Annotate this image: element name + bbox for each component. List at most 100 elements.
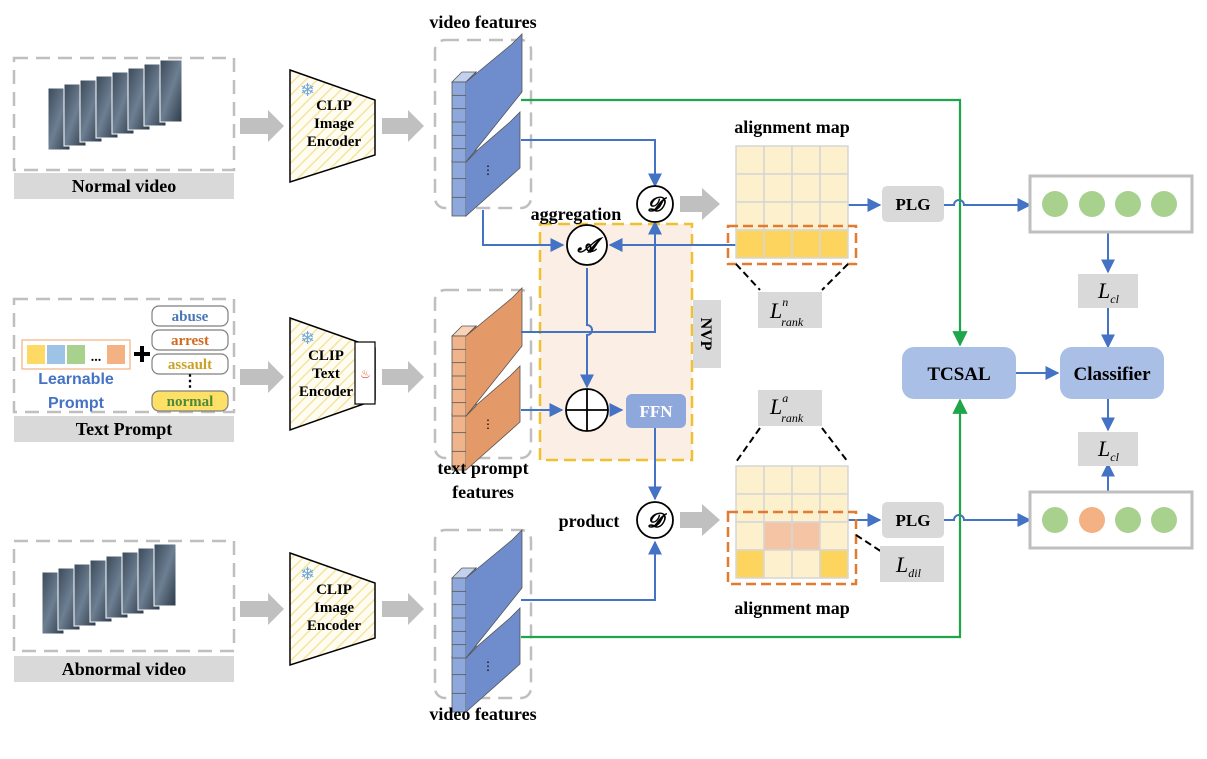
encoder-bot-line-3: Encoder bbox=[307, 618, 362, 634]
arrow-d-to-map-top bbox=[680, 188, 720, 220]
learnable-token-2 bbox=[47, 345, 65, 364]
class-chip-label: assault bbox=[168, 357, 212, 373]
rank-n-highlight bbox=[726, 224, 858, 266]
class-vdots: ⋮ bbox=[182, 373, 198, 390]
clip-image-encoder-top: ❄ CLIP Image Encoder bbox=[289, 68, 376, 184]
map-cell bbox=[735, 493, 765, 523]
video-features-top-box bbox=[433, 38, 533, 210]
feature-ellipsis: ⋮ bbox=[482, 417, 494, 431]
video-features-bottom-label: video features bbox=[429, 704, 536, 724]
normal-video-input: Normal video bbox=[12, 56, 236, 199]
abnormal-video-input: Abnormal video bbox=[12, 539, 236, 682]
feature-ellipsis: ⋮ bbox=[482, 659, 494, 673]
encoder-mid-line-3: Encoder bbox=[299, 384, 354, 400]
rank-n-callout-right bbox=[821, 263, 849, 291]
score-dot-anomaly bbox=[1079, 507, 1105, 533]
map-cell bbox=[791, 493, 821, 523]
rank-n-callout-left bbox=[735, 263, 761, 291]
map-cell bbox=[819, 465, 849, 495]
aggregation-label: aggregation bbox=[531, 204, 622, 224]
score-dot bbox=[1042, 507, 1068, 533]
loss-dil-box bbox=[880, 546, 944, 582]
video-feature-stack-bottom: ⋮ bbox=[451, 529, 523, 713]
loss-cl-top-box bbox=[1078, 274, 1138, 308]
nvp-label: NVP bbox=[697, 318, 714, 351]
map-cell bbox=[791, 229, 821, 259]
alignment-map-top bbox=[735, 145, 849, 259]
arrow-encoder-to-features-top bbox=[382, 110, 424, 142]
text-prompt-label: Text Prompt bbox=[76, 419, 173, 439]
feature-slab bbox=[451, 287, 523, 417]
edge-video-top-to-tcsal bbox=[521, 98, 968, 347]
text-features-box bbox=[433, 288, 533, 460]
score-dot bbox=[1042, 191, 1068, 217]
class-chip-label: abuse bbox=[172, 309, 209, 325]
score-dot bbox=[1151, 191, 1177, 217]
ffn-label: FFN bbox=[639, 402, 673, 421]
map-cell bbox=[819, 145, 849, 175]
clip-text-encoder: ♨ ❄ CLIP Text Encoder bbox=[289, 316, 376, 432]
map-cell bbox=[819, 521, 849, 551]
learnable-token-frame bbox=[21, 339, 131, 370]
feature-slab bbox=[451, 33, 523, 163]
class-chip-label: arrest bbox=[171, 333, 209, 349]
map-cell bbox=[763, 521, 793, 551]
aggregation-operator bbox=[566, 224, 608, 266]
rank-a-callout-right bbox=[821, 427, 849, 463]
loss-cl-bottom: Lcl bbox=[1097, 436, 1120, 464]
loss-rank-a-box bbox=[758, 390, 822, 426]
encoder-mid-line-1: CLIP bbox=[308, 348, 344, 364]
snowflake-icon: ❄ bbox=[300, 564, 315, 585]
tcsal-block bbox=[902, 347, 1016, 399]
score-dot bbox=[1115, 191, 1141, 217]
text-feature-stack: ⋮ bbox=[451, 287, 523, 471]
map-cell bbox=[763, 229, 793, 259]
map-cell bbox=[791, 145, 821, 175]
class-chip-normal: normal bbox=[151, 390, 229, 412]
d-operator-bottom-symbol: 𝓓 bbox=[647, 508, 667, 532]
loss-cl-top: Lcl bbox=[1097, 278, 1120, 306]
clip-image-encoder-bottom: ❄ CLIP Image Encoder bbox=[289, 551, 376, 667]
feature-ellipsis: ⋮ bbox=[482, 163, 494, 177]
encoder-bot-line-1: CLIP bbox=[316, 582, 352, 598]
normal-video-label: Normal video bbox=[72, 176, 176, 196]
plg-top-label: PLG bbox=[896, 195, 931, 214]
map-cell bbox=[791, 549, 821, 579]
edge-video-bottom-to-tcsal bbox=[521, 398, 968, 639]
learnable-prompt-label-2: Prompt bbox=[48, 395, 105, 412]
loss-dil: Ldil bbox=[895, 552, 922, 580]
d-operator-top bbox=[636, 185, 674, 223]
score-dot bbox=[1151, 507, 1177, 533]
arrow-input-to-encoder-bottom bbox=[240, 593, 284, 625]
arrow-input-to-encoder-top bbox=[240, 110, 284, 142]
fire-icon: ♨ bbox=[360, 367, 371, 381]
d-operator-top-symbol: 𝓓 bbox=[647, 192, 667, 216]
map-cell bbox=[763, 173, 793, 203]
tcsal-label: TCSAL bbox=[927, 364, 990, 385]
snowflake-icon: ❄ bbox=[300, 80, 315, 101]
encoder-top-line-1: CLIP bbox=[316, 98, 352, 114]
alignment-map-top-label: alignment map bbox=[734, 117, 850, 137]
dil-callout bbox=[855, 534, 883, 553]
map-cell bbox=[735, 465, 765, 495]
edge-plg-top-to-output bbox=[944, 198, 1032, 212]
map-cell bbox=[763, 493, 793, 523]
map-cell bbox=[819, 493, 849, 523]
feature-slab bbox=[451, 529, 523, 659]
token-ellipsis: ... bbox=[91, 350, 102, 365]
video-features-bottom-box bbox=[433, 528, 533, 700]
map-cell bbox=[791, 465, 821, 495]
map-cell bbox=[791, 173, 821, 203]
text-prompt-features-label-1: text prompt bbox=[437, 458, 528, 478]
classifier-label: Classifier bbox=[1073, 364, 1151, 385]
map-cell bbox=[819, 549, 849, 579]
abnormal-video-label: Abnormal video bbox=[62, 659, 187, 679]
learnable-token-4 bbox=[107, 345, 125, 364]
encoder-top-line-2: Image bbox=[314, 116, 354, 132]
class-list: abuse arrest assault normal bbox=[151, 305, 229, 412]
loss-cl-bottom-box bbox=[1078, 432, 1138, 466]
